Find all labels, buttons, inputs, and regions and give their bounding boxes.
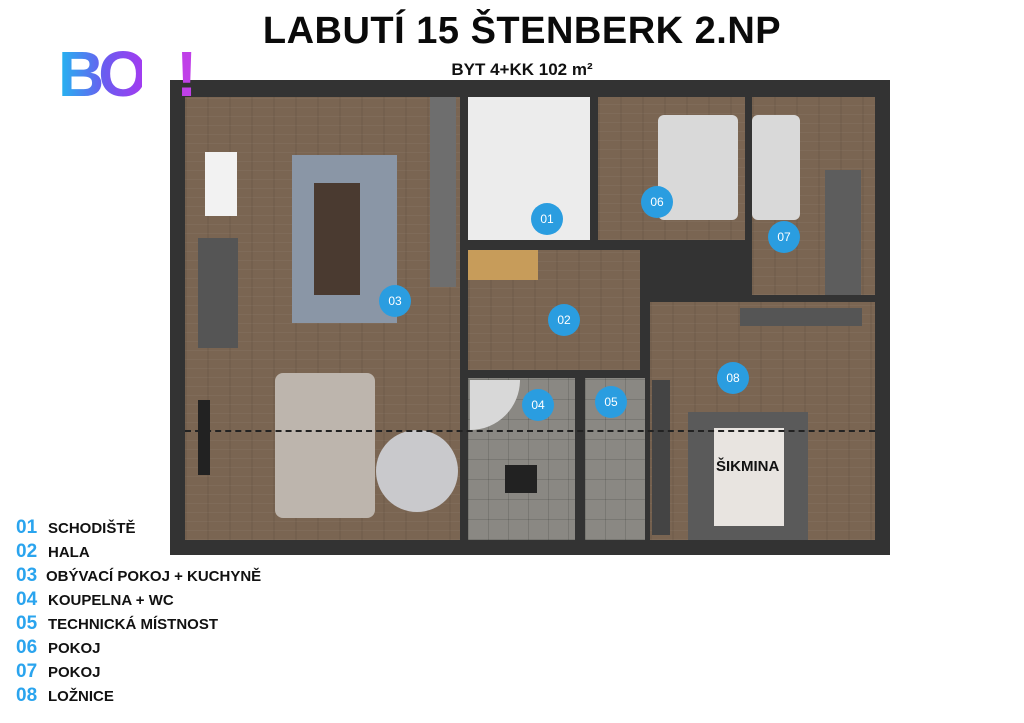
round-rug [376,430,458,512]
page-subtitle: BYT 4+KK 102 m² [451,60,593,79]
room-badge-02: 02 [548,304,580,336]
legend-number: 01 [16,517,38,538]
legend-label: KOUPELNA + WC [48,592,174,609]
legend-label: LOŽNICE [48,688,114,705]
room-badge-08: 08 [717,362,749,394]
legend-number: 02 [16,541,38,562]
room-badge-03: 03 [379,285,411,317]
logo: BO ! [58,38,208,110]
dining-table [314,183,360,295]
hall-bench [468,250,538,280]
tv [198,400,210,475]
legend-label: OBÝVACÍ POKOJ + KUCHYNĚ [46,568,262,585]
logo-exclamation: ! [176,38,198,110]
bed-07 [752,115,800,220]
room-badge-07: 07 [768,221,800,253]
sloped-ceiling-label: ŠIKMINA [716,458,780,475]
legend-number: 04 [16,589,38,610]
wall-unit [198,238,238,348]
legend-label: POKOJ [48,664,101,681]
room-badge-05: 05 [595,386,627,418]
room-badge-01: 01 [531,203,563,235]
legend-number: 07 [16,661,38,682]
bathroom-mat [505,465,537,493]
legend-number: 06 [16,637,38,658]
legend-number: 08 [16,685,38,706]
shelf-08 [740,308,862,326]
wardrobe-07 [825,170,861,295]
wardrobe-08 [652,380,670,535]
legend-label: POKOJ [48,640,101,657]
room-badge-04: 04 [522,389,554,421]
page-title: LABUTÍ 15 ŠTENBERK 2.NP [262,10,782,52]
legend-number: 05 [16,613,38,634]
room-badge-06: 06 [641,186,673,218]
double-bed [714,428,784,526]
sideboard [205,152,237,216]
room-staircase [468,97,590,240]
kitchen-counter [430,97,456,287]
legend-label: SCHODIŠTĚ [48,520,136,537]
legend-number: 03 [16,565,38,586]
logo-mark: BO [58,38,148,110]
sofa [275,373,375,518]
legend-label: HALA [48,544,90,561]
legend-label: TECHNICKÁ MÍSTNOST [48,616,218,633]
sloped-ceiling-line [185,430,875,432]
